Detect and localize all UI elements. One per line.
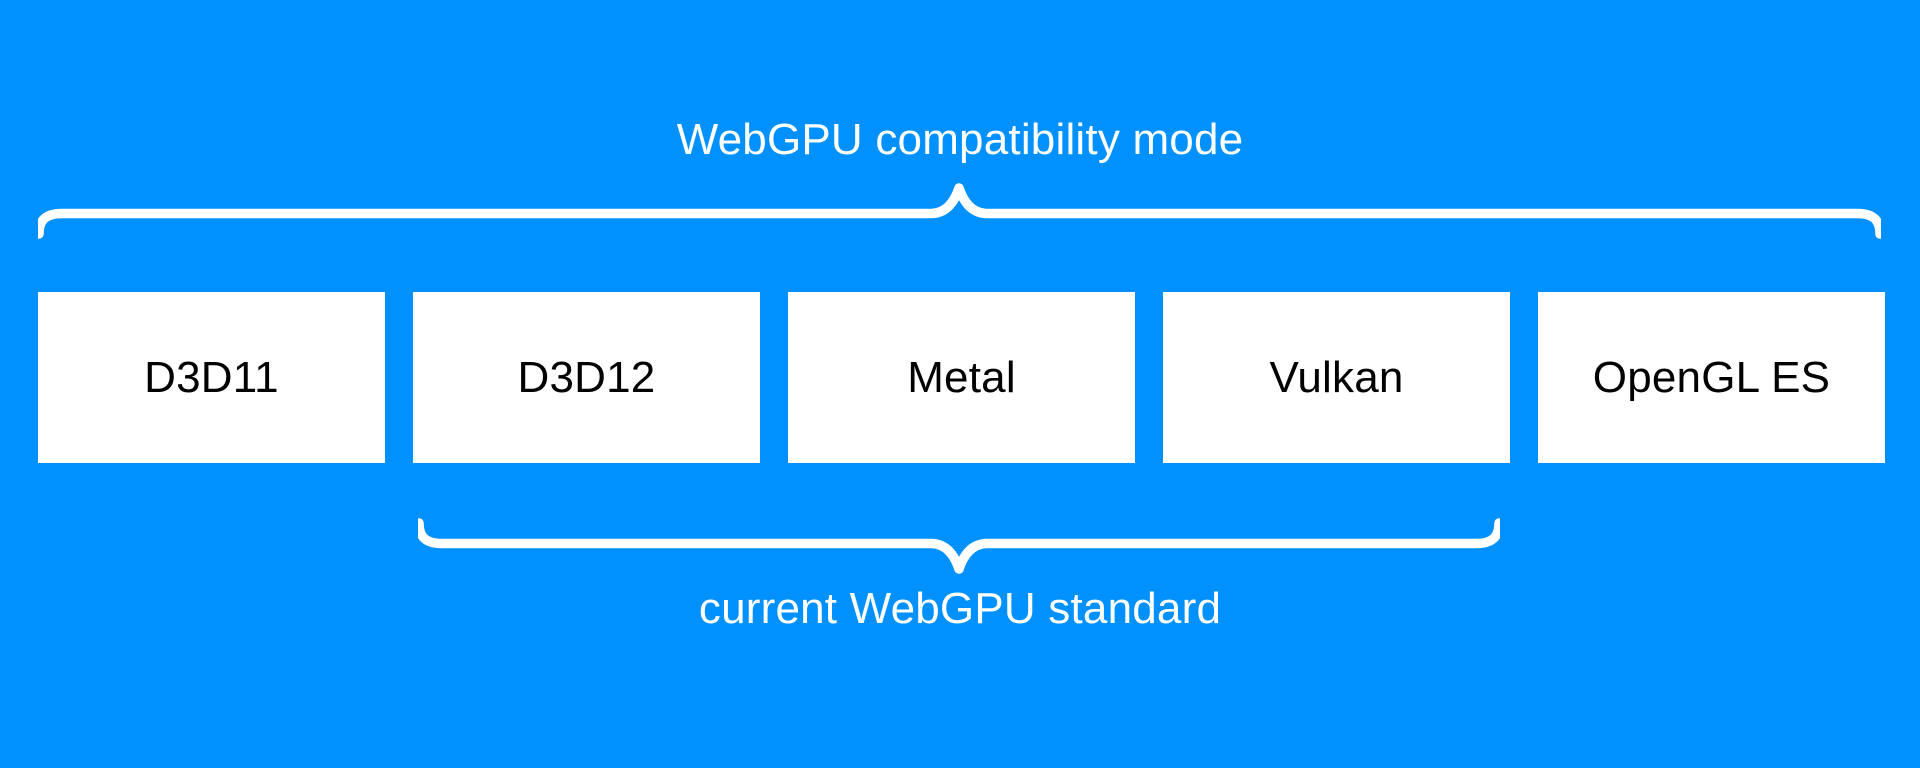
api-box-d3d12: D3D12	[413, 292, 760, 463]
api-box-d3d11: D3D11	[38, 292, 385, 463]
api-box-vulkan: Vulkan	[1163, 292, 1510, 463]
api-box-label: Vulkan	[1269, 352, 1404, 402]
api-box-label: D3D12	[517, 352, 656, 402]
bottom-brace	[418, 518, 1500, 574]
api-box-opengl-es: OpenGL ES	[1538, 292, 1885, 463]
api-box-row: D3D11 D3D12 Metal Vulkan OpenGL ES	[38, 292, 1885, 463]
top-brace	[38, 183, 1881, 239]
api-box-label: OpenGL ES	[1592, 352, 1831, 402]
bottom-brace-label: current WebGPU standard	[698, 584, 1222, 633]
api-box-label: D3D11	[144, 352, 279, 402]
api-box-label: Metal	[907, 352, 1016, 402]
api-box-metal: Metal	[788, 292, 1135, 463]
top-brace-label: WebGPU compatibility mode	[676, 115, 1244, 164]
